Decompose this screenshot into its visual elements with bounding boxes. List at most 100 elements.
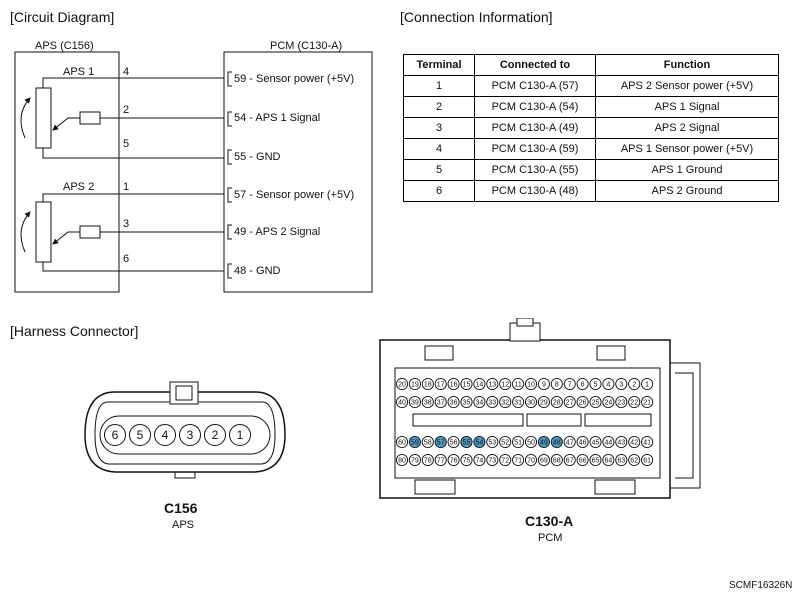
c130a-pin-63 (615, 453, 628, 467)
c130a-pin-50 (524, 435, 538, 449)
c130a-pin-label: 31 (514, 400, 522, 407)
c130a-pin-66 (576, 453, 589, 467)
table-header-row: Terminal Connected to Function (403, 54, 779, 76)
pcm-pin-59-label: 59 - Sensor power (+5V) (234, 73, 355, 85)
c130a-pin-46 (576, 435, 589, 449)
c130a-pin-label: 26 (579, 400, 587, 407)
c130a-pin-5 (589, 377, 602, 391)
terminal-cell: 6 (403, 180, 475, 202)
c130a-pin-label: 64 (605, 458, 613, 465)
c130a-pin-26 (576, 395, 589, 409)
c130a-pin-71 (512, 453, 525, 467)
c130a-pin-label: 73 (488, 458, 496, 465)
function-cell: APS 2 Ground (595, 180, 779, 202)
c130a-pin-67 (563, 453, 576, 467)
function-cell: APS 1 Sensor power (+5V) (595, 138, 779, 160)
c130a-pin-label: 36 (450, 400, 458, 407)
c130a-pin-20 (395, 377, 409, 391)
c130a-pin-label: 72 (501, 458, 509, 465)
c156-pin: 4 (154, 424, 176, 446)
c130a-pin-label: 16 (450, 382, 458, 389)
c130a-pin-label: 53 (488, 440, 496, 447)
c130a-pin-label: 19 (411, 382, 419, 389)
aps1-ground-wire (42, 148, 224, 159)
c130a-pin-label: 52 (501, 440, 509, 447)
aps2-power-wire (42, 193, 224, 202)
pcm-box (223, 51, 373, 293)
harness-connector-title: [Harness Connector] (10, 323, 139, 339)
c130a-pin-28 (550, 395, 563, 409)
c130a-pin-label: 54 (476, 440, 484, 447)
connected-cell: PCM C130-A (59) (474, 138, 596, 160)
aps2-label: APS 2 (63, 181, 95, 193)
c130a-pin-label: 38 (424, 400, 432, 407)
connected-cell: PCM C130-A (55) (474, 159, 596, 181)
c130a-pin-label: 34 (476, 400, 484, 407)
c156-pin: 2 (204, 424, 226, 446)
c130a-pin-label: 28 (553, 400, 561, 407)
c130a-pin-51 (512, 435, 525, 449)
c156-pin: 1 (229, 424, 251, 446)
c130a-pin-label: 32 (501, 400, 509, 407)
c130a-pin-label: 44 (605, 440, 613, 447)
c130a-pin-label: 2 (632, 382, 636, 389)
aps1-resistor (35, 87, 52, 149)
c130a-pin-59 (408, 435, 421, 449)
c130a-pin-15 (460, 377, 473, 391)
c130a-pin-label: 42 (630, 440, 638, 447)
c130a-pin-label: 80 (398, 458, 406, 465)
c130a-pin-62 (628, 453, 641, 467)
c130a-pin-label: 40 (398, 400, 406, 407)
connected-cell: PCM C130-A (48) (474, 180, 596, 202)
c130a-pin-25 (589, 395, 602, 409)
c130a-pin-10 (524, 377, 538, 391)
c130a-pin-53 (486, 435, 499, 449)
function-cell: APS 2 Sensor power (+5V) (595, 75, 779, 97)
c130a-pin-24 (602, 395, 615, 409)
c130a-pin-label: 22 (630, 400, 638, 407)
c130a-pin-12 (499, 377, 512, 391)
c130a-pin-label: 69 (540, 458, 548, 465)
c130a-pin-label: 9 (542, 382, 546, 389)
c130a-pin-label: 1 (645, 382, 649, 389)
aps-pin-5: 5 (123, 138, 130, 150)
connected-cell: PCM C130-A (57) (474, 75, 596, 97)
pcm-connector-label: PCM (C130-A) (270, 40, 343, 52)
c130a-pin-label: 70 (527, 458, 535, 465)
c130a-pin-31 (512, 395, 525, 409)
c130a-pin-label: 27 (566, 400, 574, 407)
c130a-pin-label: 7 (568, 382, 572, 389)
connected-cell: PCM C130-A (54) (474, 96, 596, 118)
aps-pin-1: 1 (123, 181, 130, 193)
c130a-pin-1 (641, 377, 654, 391)
c130a-pin-label: 8 (555, 382, 559, 389)
c130a-sub: PCM (538, 532, 563, 544)
c130a-pin-40 (395, 395, 409, 409)
c130a-pin-label: 35 (463, 400, 471, 407)
aps1-power-wire (42, 77, 224, 88)
circuit-diagram-title: [Circuit Diagram] (10, 9, 115, 25)
c130a-pin-72 (499, 453, 512, 467)
c130a-pin-label: 24 (605, 400, 613, 407)
pcm-pin-54-label: 54 - APS 1 Signal (234, 112, 321, 124)
c130a-pin-label: 79 (411, 458, 419, 465)
c130a-pin-label: 58 (424, 440, 432, 447)
c130a-pin-label: 20 (398, 382, 406, 389)
function-cell: APS 1 Signal (595, 96, 779, 118)
connection-info-title: [Connection Information] (400, 9, 553, 25)
c130a-pin-label: 78 (424, 458, 432, 465)
c130a-pin-label: 68 (553, 458, 561, 465)
c130a-pin-69 (537, 453, 550, 467)
c130a-pin-34 (473, 395, 486, 409)
c130a-pin-label: 75 (463, 458, 471, 465)
c130a-pin-77 (434, 453, 447, 467)
c130a-pin-label: 76 (450, 458, 458, 465)
c130a-pin-label: 48 (553, 440, 561, 447)
c130a-pin-61 (641, 453, 654, 467)
terminal-cell: 4 (403, 138, 475, 160)
c156-pin: 6 (104, 424, 126, 446)
